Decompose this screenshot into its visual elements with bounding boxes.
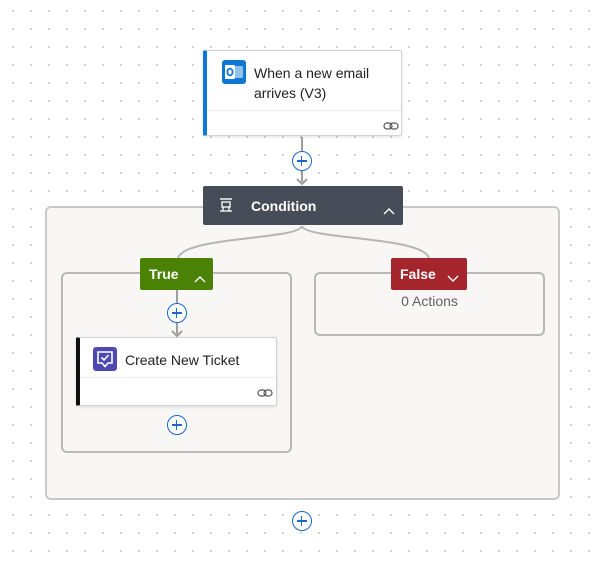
chevron-down-icon[interactable]: [447, 270, 459, 282]
chevron-up-icon[interactable]: [194, 270, 206, 283]
trigger-card-new-email[interactable]: When a new email arrives (V3): [203, 50, 402, 136]
card-divider: [80, 377, 276, 378]
false-branch-empty-text: 0 Actions: [401, 293, 458, 309]
false-label-text: False: [400, 266, 436, 282]
condition-label: Condition: [251, 198, 317, 214]
action-card-create-ticket[interactable]: Create New Ticket: [76, 337, 277, 406]
ticket-icon: [93, 347, 117, 371]
condition-header[interactable]: Condition: [203, 186, 403, 225]
false-branch-label[interactable]: False: [391, 258, 467, 290]
link-icon[interactable]: [383, 119, 399, 131]
add-step-button[interactable]: [292, 151, 312, 171]
outlook-icon: [222, 60, 246, 84]
add-step-button[interactable]: [167, 415, 187, 435]
action-title: Create New Ticket: [125, 352, 240, 368]
add-step-button[interactable]: [292, 511, 312, 531]
add-step-button[interactable]: [167, 303, 187, 323]
trigger-title: When a new email arrives (V3): [254, 65, 370, 101]
link-icon[interactable]: [257, 386, 273, 398]
condition-icon: [218, 197, 234, 213]
true-label-text: True: [149, 266, 179, 282]
card-divider: [207, 110, 401, 111]
chevron-up-icon[interactable]: [383, 202, 395, 215]
true-branch-label[interactable]: True: [140, 258, 213, 290]
